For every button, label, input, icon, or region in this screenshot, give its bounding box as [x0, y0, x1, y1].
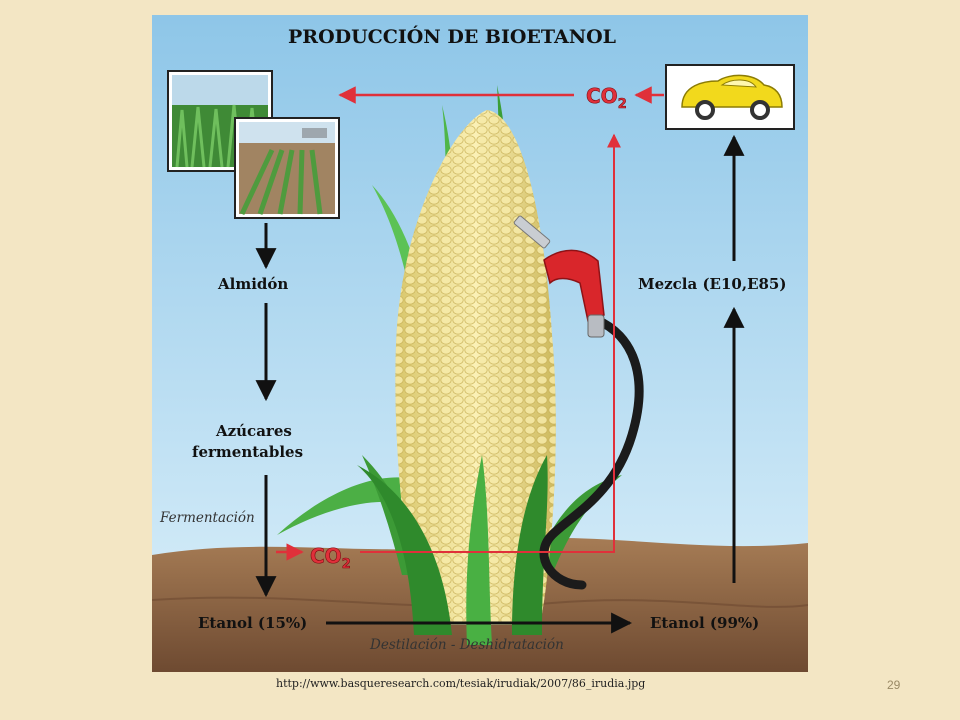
label-mezcla: Mezcla (E10,E85): [638, 275, 786, 293]
source-url: http://www.basqueresearch.com/tesiak/iru…: [276, 677, 646, 690]
crop-rows-photo: [234, 117, 340, 219]
husk-right: [512, 455, 548, 635]
slide-number: 29: [887, 678, 901, 692]
car-icon: [665, 64, 795, 130]
co2-flow-arrows: [276, 86, 664, 561]
label-azucares: Azúcares: [215, 422, 292, 440]
process-arrows: [255, 134, 745, 634]
co2-top-label: CO2: [586, 84, 627, 112]
label-almidon: Almidón: [217, 275, 288, 293]
fuel-nozzle-icon: [513, 215, 644, 590]
diagram-title: PRODUCCIÓN DE BIOETANOL: [288, 25, 616, 48]
label-fermentables: fermentables: [192, 443, 303, 461]
label-fermentacion: Fermentación: [159, 510, 255, 526]
husk-left: [357, 465, 452, 635]
label-etanol-99: Etanol (99%): [650, 614, 759, 632]
co2-bottom-label: CO2: [310, 544, 351, 572]
corn-cob-illustration: [395, 110, 556, 625]
label-destilacion: Destilación - Deshidratación: [369, 637, 564, 653]
bioethanol-diagram: PRODUCCIÓN DE BIOETANOL CO2 CO2 Almidón …: [152, 15, 808, 672]
label-etanol-15: Etanol (15%): [198, 614, 307, 632]
